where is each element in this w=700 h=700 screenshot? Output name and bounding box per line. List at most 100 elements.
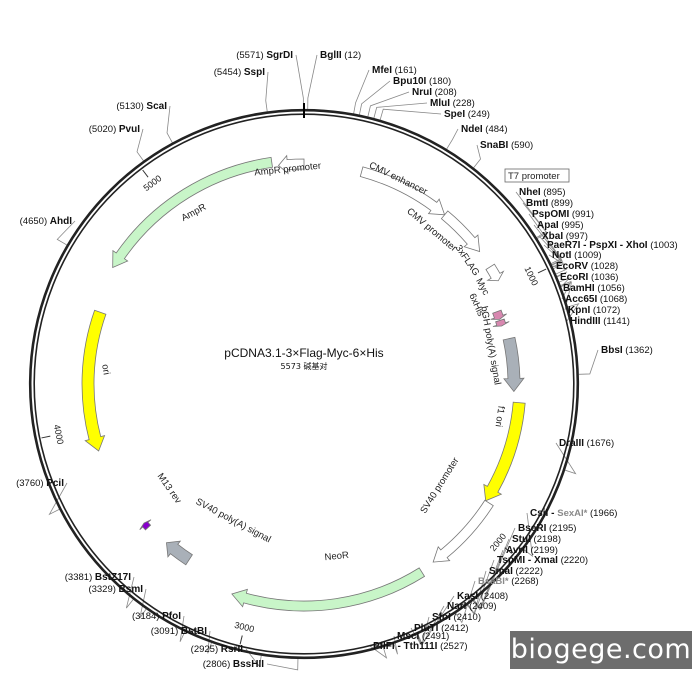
site-paer7i-pspxi-xhoi: PaeR7I - PspXI - XhoI (1003) <box>547 240 678 251</box>
svg-text:(3760) PciI: (3760) PciI <box>16 478 64 489</box>
site-name: SgrDI <box>266 50 293 61</box>
site-acc65i: Acc65I (1068) <box>565 294 627 305</box>
tick-label: 5000 <box>141 173 163 193</box>
site-position: (2925) <box>191 644 221 655</box>
site-leader-line <box>473 144 481 168</box>
feature-label: AmpR <box>180 202 209 224</box>
svg-text:BamHI (1056): BamHI (1056) <box>563 283 625 294</box>
feature-ampr-promoter <box>277 154 305 175</box>
svg-text:MfeI (161): MfeI (161) <box>372 65 417 76</box>
svg-text:KpnI (1072): KpnI (1072) <box>568 305 620 316</box>
site-name: TspMI - XmaI <box>497 555 558 566</box>
site-position: (2410) <box>451 612 481 623</box>
site-spei: SpeI (249) <box>444 109 490 120</box>
site-name: BbsI <box>601 345 623 356</box>
watermark: biogege.com <box>510 631 692 669</box>
feature-bgh-poly-a-signal <box>502 336 525 393</box>
site-pflfi-tth111i: PflFI - Tth111I (2527) <box>373 641 468 652</box>
site-leader-line <box>472 549 504 611</box>
plasmid-name: pCDNA3.1-3×Flag-Myc-6×His <box>224 346 383 360</box>
site-pvui: (5020) PvuI <box>89 124 140 135</box>
site-name: Acc65I <box>565 294 597 305</box>
site-position: (3184) <box>132 611 162 622</box>
site-position: (3329) <box>88 584 118 595</box>
site-bamhi: BamHI (1056) <box>563 283 625 294</box>
site-name: BamHI <box>563 283 595 294</box>
svg-text:PaeR7I - PspXI - XhoI (1003): PaeR7I - PspXI - XhoI (1003) <box>547 240 678 251</box>
site-position: (180) <box>426 76 451 87</box>
site-mfei: MfeI (161) <box>372 65 417 76</box>
site-name: RsrII <box>221 644 243 655</box>
svg-text:NotI (1009): NotI (1009) <box>552 250 602 261</box>
svg-text:SfoI (2410): SfoI (2410) <box>432 612 481 623</box>
site-position: (1362) <box>623 345 653 356</box>
site-leader-line <box>561 282 573 311</box>
svg-text:Bpu10I (180): Bpu10I (180) <box>393 76 451 87</box>
site-leader-line <box>523 512 533 557</box>
site-nari: NarI (2409) <box>447 601 497 612</box>
site-bmti: BmtI (899) <box>526 198 573 209</box>
site-mlui: MluI (228) <box>430 98 475 109</box>
site-tspmi-xmai: TspMI - XmaI (2220) <box>497 555 588 566</box>
svg-text:MscI (2491): MscI (2491) <box>397 631 449 642</box>
site-leader-line <box>307 54 318 110</box>
site-name: SpeI <box>444 109 465 120</box>
site-position: (1036) <box>588 272 618 283</box>
site-position: (3760) <box>16 478 46 489</box>
svg-text:SpeI (249): SpeI (249) <box>444 109 490 120</box>
site-position: (4650) <box>20 216 50 227</box>
site-pluti: PluTI (2412) <box>414 623 469 634</box>
svg-text:PflFI - Tth111I (2527): PflFI - Tth111I (2527) <box>373 641 468 652</box>
site-leader-line <box>125 576 135 609</box>
site-position: (5130) <box>116 101 146 112</box>
site-position: (2806) <box>203 659 233 670</box>
site-leader-line <box>543 244 564 268</box>
svg-text:BseRI (2195): BseRI (2195) <box>518 523 576 534</box>
site-sspi: (5454) SspI <box>214 67 265 78</box>
svg-text:(3381) BstZ17I: (3381) BstZ17I <box>65 572 131 583</box>
site-name: BsmI <box>119 584 144 595</box>
site-name: BglII <box>320 50 342 61</box>
svg-text:ApaI (995): ApaI (995) <box>537 220 584 231</box>
svg-text:KasI (2408): KasI (2408) <box>457 591 508 602</box>
site-draiii: DraIII (1676) <box>559 438 614 449</box>
site-position: (12) <box>342 50 362 61</box>
site-leader-line <box>455 580 476 624</box>
site-name: DraIII <box>559 438 584 449</box>
site-position: (1056) <box>595 283 625 294</box>
svg-text:NarI (2409): NarI (2409) <box>447 601 497 612</box>
site-bsabi-: BsaBI* (2268) <box>478 576 539 587</box>
site-position: (3091) <box>151 626 181 637</box>
site-smai: SmaI (2222) <box>489 566 543 577</box>
feature-label: NeoR <box>324 550 349 563</box>
svg-text:(5571) SgrDI: (5571) SgrDI <box>236 50 293 61</box>
site-sfoi: SfoI (2410) <box>432 612 481 623</box>
site-name: Bpu10I <box>393 76 427 87</box>
svg-text:MluI (228): MluI (228) <box>430 98 475 109</box>
site-bstz17i: (3381) BstZ17I <box>65 572 131 583</box>
site-name: EcoRI <box>560 272 589 283</box>
site-snabi: SnaBI (590) <box>480 140 533 151</box>
site-leader-line <box>369 645 388 659</box>
site-position: (1068) <box>597 294 627 305</box>
site-leader-line <box>379 108 442 120</box>
svg-text:BsaBI* (2268): BsaBI* (2268) <box>478 576 539 587</box>
site-position: (1072) <box>590 305 620 316</box>
site-bglii: BglII (12) <box>320 50 361 61</box>
site-noti: NotI (1009) <box>552 250 602 261</box>
site-name: NotI <box>552 250 572 261</box>
t7-promoter-label: T7 promoter <box>508 171 560 182</box>
svg-text:(2806) BssHII: (2806) BssHII <box>203 659 264 670</box>
feature-m13-rev <box>139 519 152 531</box>
tick-mark <box>41 435 51 439</box>
site-position: (1003) <box>648 240 678 251</box>
site-leader-line <box>367 91 410 117</box>
tick-label: 3000 <box>233 620 255 634</box>
site-position: (5454) <box>214 67 244 78</box>
site-ahdi: (4650) AhdI <box>20 216 73 227</box>
feature-label: SV40 promoter <box>418 456 461 516</box>
site-leader-line <box>48 482 68 516</box>
site-name: MscI <box>397 631 419 642</box>
